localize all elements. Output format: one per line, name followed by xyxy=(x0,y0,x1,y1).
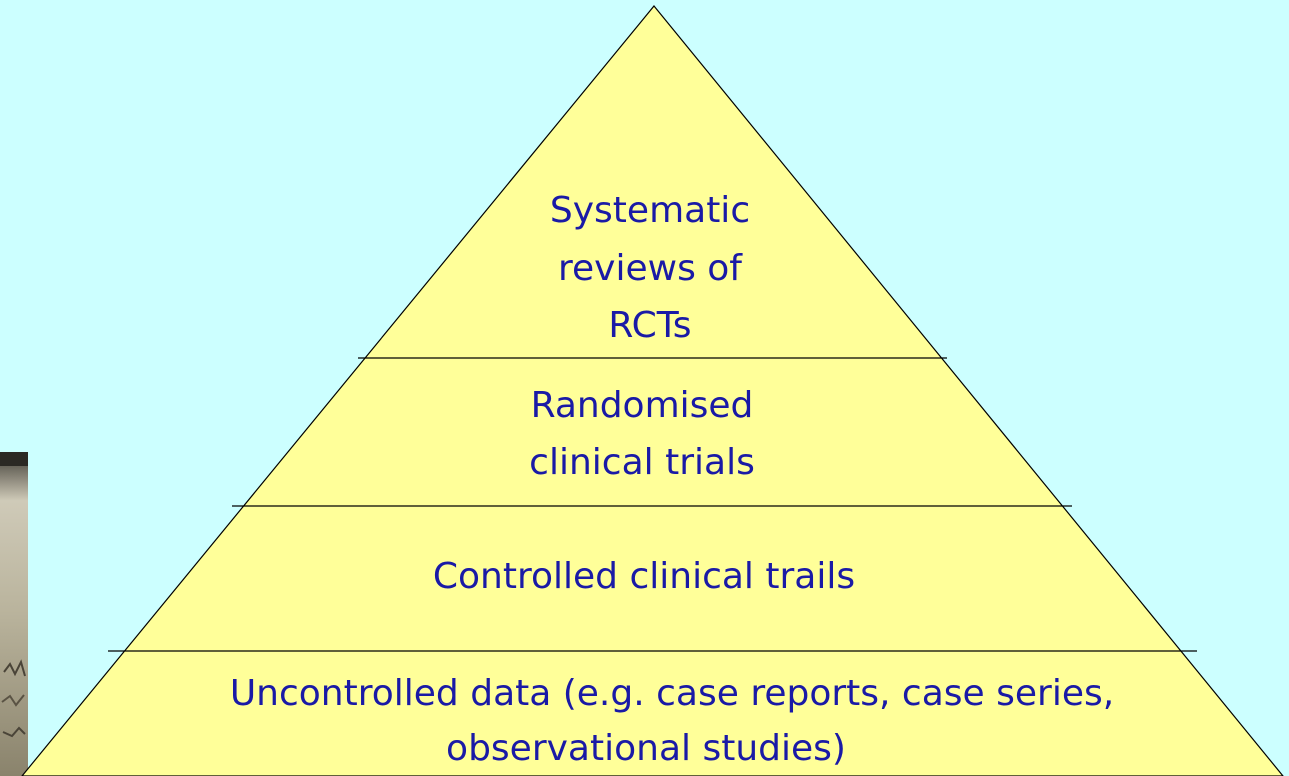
tier-uncontrolled-data: Uncontrolled data (e.g. case reports, ca… xyxy=(230,673,1114,769)
pyramid-shape xyxy=(21,5,1284,776)
tier-label-line: observational studies) xyxy=(446,728,846,769)
tier-label-line: RCTs xyxy=(608,305,691,346)
tier-label-line: Uncontrolled data (e.g. case reports, ca… xyxy=(230,673,1114,714)
partial-photo xyxy=(0,452,28,776)
tier-label-line: Systematic xyxy=(550,190,750,231)
tier-randomised-trials: Randomised clinical trials xyxy=(529,385,755,483)
tier-label-line: clinical trials xyxy=(529,442,755,483)
tier-label-line: Randomised xyxy=(531,385,754,426)
tier-controlled-trials: Controlled clinical trails xyxy=(433,556,855,597)
tier-systematic-reviews: Systematic reviews of RCTs xyxy=(550,190,750,346)
tier-label-line: reviews of xyxy=(558,248,743,289)
tier-label-line: Controlled clinical trails xyxy=(433,556,855,597)
